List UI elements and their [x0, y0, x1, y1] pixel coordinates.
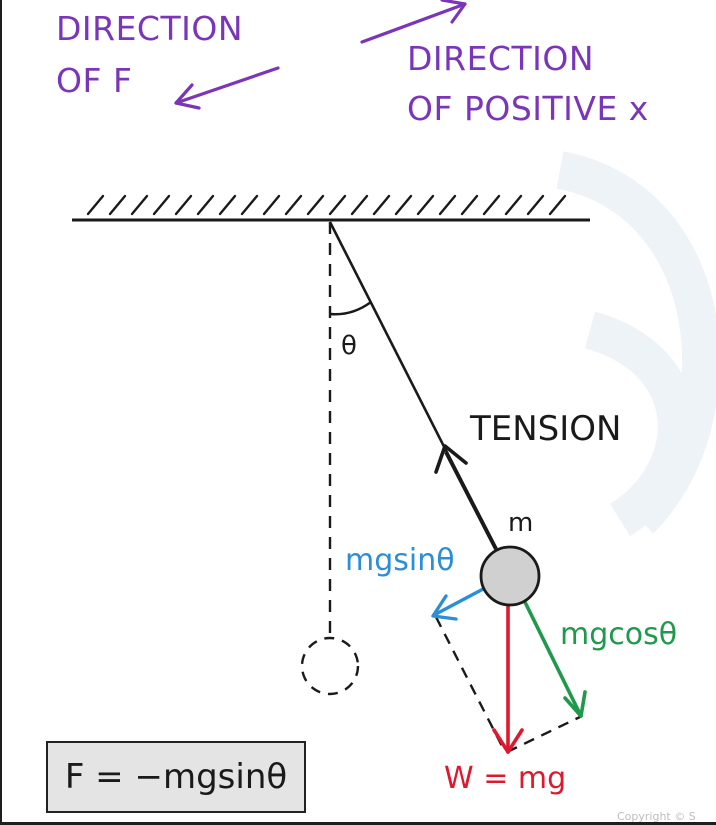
weight-arrowhead	[492, 728, 524, 754]
direction-f-label-line2: OF F	[56, 61, 133, 100]
direction-x-arrow	[360, 2, 467, 44]
theta-arc	[329, 301, 372, 316]
mg-cos-label: mgcosθ	[560, 617, 678, 652]
tension-label: TENSION	[470, 409, 622, 449]
direction-x-arrowhead	[440, 0, 467, 24]
direction-f-label-line1: DIRECTION	[56, 9, 244, 48]
formula-text: F = −mgsinθ	[64, 757, 288, 797]
direction-f-arrowhead	[174, 83, 201, 110]
mass-label: m	[508, 508, 534, 538]
theta-label: θ	[341, 331, 357, 361]
tension-arrow	[444, 451, 498, 550]
tension-arrowhead	[434, 444, 468, 474]
direction-x-label-line1: DIRECTION	[407, 39, 595, 78]
mg-cos-arrow	[520, 594, 583, 718]
pendulum-bob	[479, 545, 541, 607]
component-dashed-bottom	[506, 714, 583, 754]
equilibrium-bob-dashed	[300, 636, 360, 696]
mg-sin-label: mgsinθ	[345, 543, 455, 578]
watermark	[555, 151, 716, 537]
direction-f-arrow	[174, 66, 280, 105]
formula-box: F = −mgsinθ	[46, 741, 306, 813]
mg-cos-arrowhead	[563, 690, 587, 718]
direction-x-label-line2: OF POSITIVE x	[407, 89, 649, 128]
component-dashed-left	[434, 616, 507, 753]
copyright-text: Copyright © S	[617, 810, 696, 823]
ceiling-hatching	[86, 194, 567, 216]
mg-sin-arrow	[434, 586, 487, 616]
weight-label: W = mg	[444, 761, 567, 796]
mg-sin-arrowhead	[431, 594, 458, 621]
